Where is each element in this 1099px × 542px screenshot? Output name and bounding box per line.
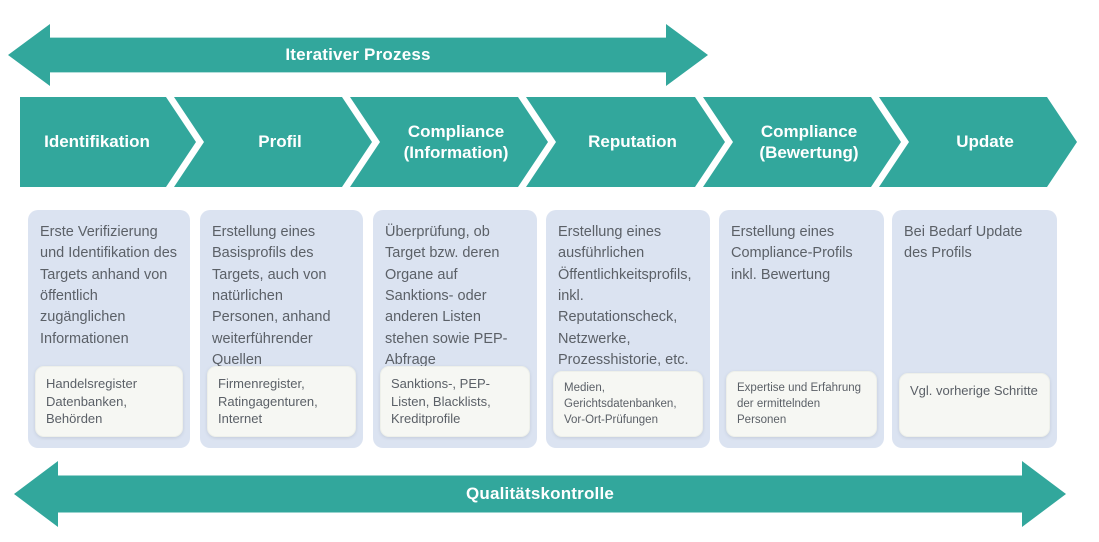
step-label: Identifikation <box>44 132 150 152</box>
step-chevron-reputation: Reputation <box>526 97 725 187</box>
step-card-compliance-information: Überprüfung, ob Target bzw. deren Organe… <box>373 210 537 448</box>
step-card-identifikation: Erste Verifizierung und Identifikation d… <box>28 210 190 448</box>
quality-control-arrow: Qualitätskontrolle <box>14 461 1066 527</box>
step-sources-box: Handelsregister Datenbanken, Behörden <box>35 366 183 437</box>
step-sources: Expertise und Erfahrung der ermittelnden… <box>737 381 862 426</box>
step-chevron-compliance-bewertung: Compliance (Bewertung) <box>703 97 901 187</box>
quality-control-label: Qualitätskontrolle <box>465 484 615 503</box>
iterative-process-label: Iterativer Prozess <box>285 45 431 64</box>
step-sources-box: Expertise und Erfahrung der ermittelnden… <box>726 370 877 437</box>
step-description: Bei Bedarf Update des Profils <box>904 224 1023 262</box>
step-chevron-update: Update <box>879 97 1077 187</box>
step-description: Überprüfung, ob Target bzw. deren Organe… <box>385 224 508 368</box>
step-sources: Firmenregister, Ratingagenturen, Interne… <box>218 376 318 427</box>
step-label: Compliance (Information) <box>403 121 509 162</box>
step-card-update: Bei Bedarf Update des Profils Vgl. vorhe… <box>892 210 1057 448</box>
step-label: Profil <box>258 132 302 152</box>
step-sources: Handelsregister Datenbanken, Behörden <box>46 376 138 427</box>
step-sources: Medien, Gerichtsdatenbanken, Vor-Ort-Prü… <box>564 381 677 426</box>
process-step-band: Identifikation Profil Compliance (Inform… <box>0 97 1099 187</box>
step-sources-box: Sanktions-, PEP-Listen, Blacklists, Kred… <box>380 366 530 437</box>
step-description: Erstellung eines Compliance-Profils inkl… <box>731 224 853 283</box>
step-chevron-profil: Profil <box>174 97 372 187</box>
step-label: Update <box>956 132 1014 152</box>
step-sources: Sanktions-, PEP-Listen, Blacklists, Kred… <box>391 376 491 427</box>
step-label: Compliance (Bewertung) <box>759 121 859 162</box>
step-sources-box: Medien, Gerichtsdatenbanken, Vor-Ort-Prü… <box>553 370 703 437</box>
step-card-profil: Erstellung eines Basisprofils des Target… <box>200 210 363 448</box>
step-sources-box: Vgl. vorherige Schritte <box>899 373 1050 437</box>
step-description: Erste Verifizierung und Identifikation d… <box>40 224 178 347</box>
step-chevron-identifikation: Identifikation <box>20 97 196 187</box>
step-sources: Vgl. vorherige Schritte <box>910 383 1038 398</box>
step-card-reputation: Erstellung eines ausführlichen Öffentlic… <box>546 210 710 448</box>
step-card-compliance-bewertung: Erstellung eines Compliance-Profils inkl… <box>719 210 884 448</box>
iterative-process-arrow: Iterativer Prozess <box>8 24 708 86</box>
step-sources-box: Firmenregister, Ratingagenturen, Interne… <box>207 366 356 437</box>
step-chevron-compliance-information: Compliance (Information) <box>350 97 548 187</box>
step-label: Reputation <box>588 132 677 152</box>
step-description: Erstellung eines Basisprofils des Target… <box>212 224 331 368</box>
step-description: Erstellung eines ausführlichen Öffentlic… <box>558 224 692 368</box>
